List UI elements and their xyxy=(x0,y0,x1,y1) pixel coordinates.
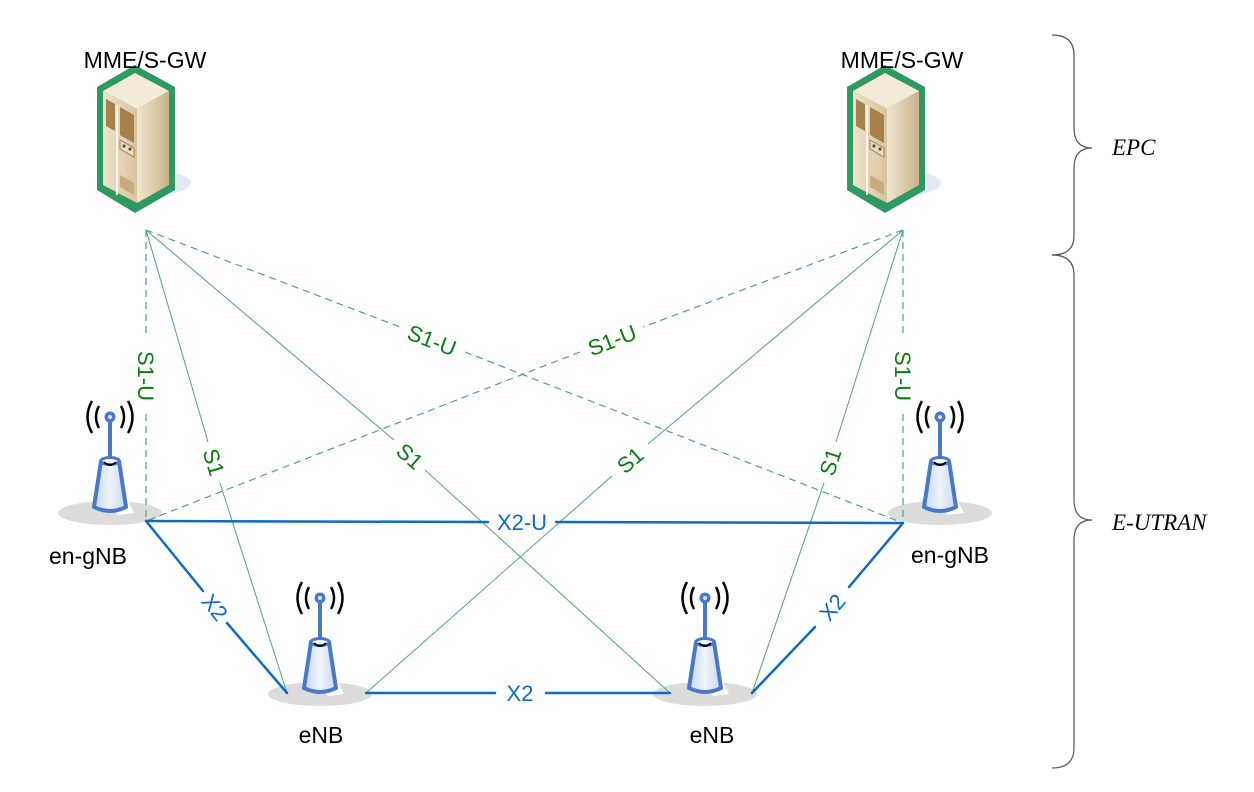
mme-right-node xyxy=(846,64,942,214)
server-icon xyxy=(96,64,192,214)
server-icon xyxy=(846,64,942,214)
s1u-link-cross-right-a xyxy=(642,229,904,328)
x2-link-left-b xyxy=(225,621,289,695)
s1-right-enb-left-label: S1 xyxy=(612,442,649,479)
x2-link-right-b xyxy=(750,625,817,695)
x2u-label: X2-U xyxy=(497,510,547,535)
antenna-tower-icon xyxy=(651,580,759,708)
s1-left-enb-right-label: S1 xyxy=(391,438,428,475)
s1u-left-vertical-label: S1-U xyxy=(133,351,158,401)
s1-right-enb-right-label: S1 xyxy=(814,445,846,478)
x2-link-left-a xyxy=(144,519,205,593)
s1u-cross-right-label: S1-U xyxy=(584,320,640,361)
s1-link-left-enb-left-b xyxy=(219,482,288,694)
eutran-brace xyxy=(1051,254,1093,769)
eutran-region-label: E-UTRAN xyxy=(1111,510,1208,535)
s1u-link-cross-right-b xyxy=(145,351,581,522)
s1-link-right-enb-left-b xyxy=(365,475,613,694)
mme-left-label: MME/S-GW xyxy=(84,47,207,73)
epc-brace xyxy=(1051,34,1093,256)
s1-link-right-enb-left-a xyxy=(647,229,904,445)
x2-link-right-a xyxy=(847,521,905,589)
s1u-right-vertical-label: S1-U xyxy=(890,351,915,401)
mme-right-label: MME/S-GW xyxy=(841,47,964,73)
s1-link-left-enb-right-b xyxy=(424,469,671,694)
en-gnb-right-label: en-gNB xyxy=(911,542,989,568)
epc-region-label: EPC xyxy=(1111,135,1156,160)
s1-left-enb-left-label: S1 xyxy=(198,446,230,479)
s1u-link-cross-left-b xyxy=(464,351,904,524)
s1-link-left-enb-right-a xyxy=(145,229,395,441)
en-gnb-left-label: en-gNB xyxy=(49,543,127,569)
x2-bottom-label: X2 xyxy=(507,681,534,706)
s1u-cross-left-label: S1-U xyxy=(404,320,460,361)
enb-right-label: eNB xyxy=(690,722,735,748)
enb-left-label: eNB xyxy=(299,722,344,748)
mme-left-node xyxy=(96,64,192,214)
s1-link-right-enb-right-a xyxy=(835,229,904,443)
enb-right-node xyxy=(651,580,759,708)
s1-link-right-enb-right-b xyxy=(751,482,825,694)
x2u-link-a xyxy=(144,519,490,524)
s1u-link-cross-left-a xyxy=(145,229,401,328)
s1-link-left-enb-left-a xyxy=(145,229,209,443)
x2-right-label: X2 xyxy=(814,589,850,626)
x2-left-label: X2 xyxy=(196,589,232,626)
x2u-link-b xyxy=(554,520,905,525)
